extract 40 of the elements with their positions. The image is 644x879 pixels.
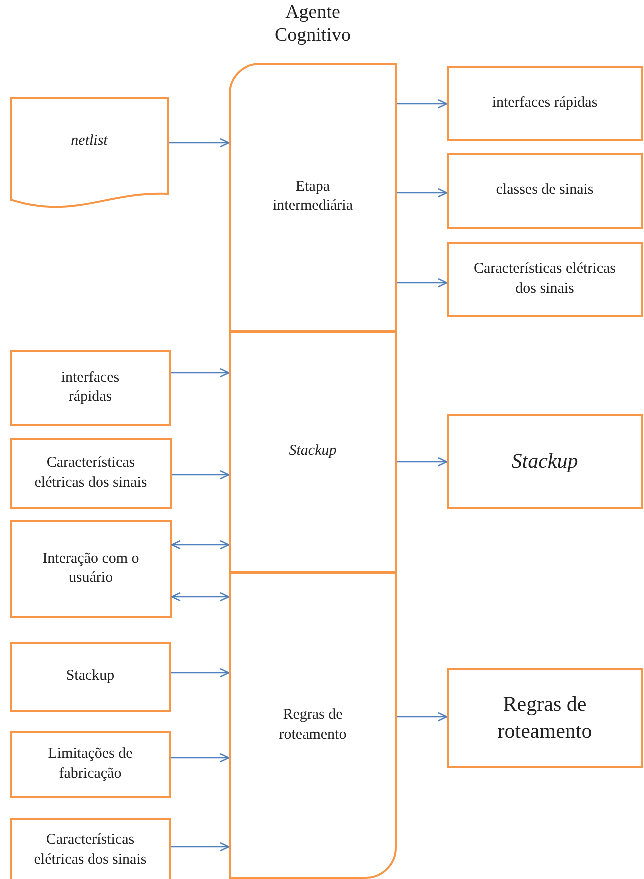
node-label: Regras de roteamento	[278, 706, 348, 744]
process-box	[447, 66, 643, 141]
process-box	[10, 642, 171, 712]
process-box	[447, 668, 643, 768]
title: Agente Cognitivo	[274, 2, 352, 48]
node-label: Stackup	[65, 667, 116, 686]
process-box	[10, 350, 171, 426]
process-box	[447, 414, 643, 509]
node-label: Regras de roteamento	[496, 690, 594, 745]
node-label: classes de sinais	[495, 181, 595, 200]
arrow	[169, 138, 230, 148]
arrow	[397, 188, 448, 198]
arrow	[397, 712, 448, 722]
node-label: Interação com o usuário	[42, 550, 140, 588]
node-label: interfaces rápidas	[491, 94, 599, 113]
arrow	[171, 753, 230, 763]
node-label: Características elétricas dos sinais	[33, 831, 148, 870]
arrow	[171, 668, 230, 678]
node-label: Limitações de fabricação	[47, 745, 134, 784]
process-box	[10, 438, 172, 509]
node-label: Stackup	[288, 442, 338, 461]
arrow	[171, 368, 230, 378]
arrow	[171, 540, 230, 550]
process-box	[447, 242, 643, 317]
node-label: Stackup	[510, 448, 580, 475]
node-label: interfaces rápidas	[60, 368, 121, 407]
arrow	[171, 592, 230, 602]
node-label: Características elétricas dos sinais	[472, 260, 617, 298]
arrow	[172, 470, 230, 480]
arrow	[397, 457, 448, 467]
process-box	[447, 153, 643, 229]
process-box	[10, 818, 171, 879]
process-box	[10, 731, 171, 798]
node-label: Características elétricas dos sinais	[34, 454, 148, 492]
node-label: netlist	[70, 132, 109, 152]
arrow	[397, 278, 448, 288]
process-box	[10, 520, 172, 618]
arrow	[397, 99, 448, 109]
node-label: Etapa intermediária	[272, 178, 354, 216]
arrow	[171, 842, 230, 852]
